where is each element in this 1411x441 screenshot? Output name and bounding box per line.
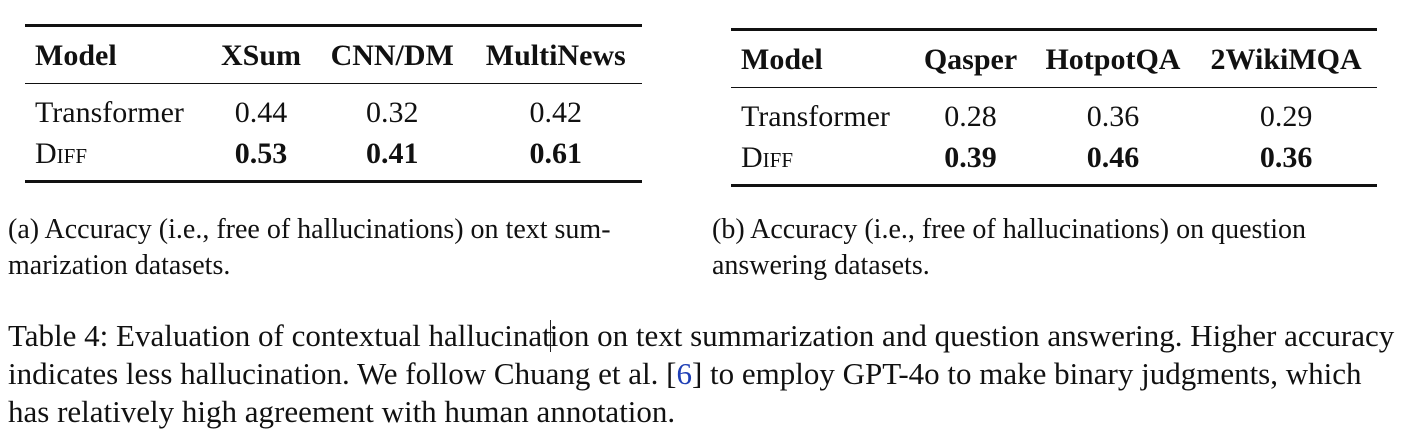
summarization-table: Model XSum CNN/DM MultiNews Transformer … bbox=[25, 24, 642, 183]
question-answering-table: Model Qasper HotpotQA 2WikiMQA Transform… bbox=[731, 28, 1377, 187]
value-cell: 0.42 bbox=[529, 96, 582, 129]
value-cell: 0.29 bbox=[1259, 100, 1313, 133]
subtable-caption-a: (a) Accuracy (i.e., free of hallucinatio… bbox=[8, 212, 668, 284]
value-cell: 0.28 bbox=[944, 100, 997, 133]
best-value-cell: 0.39 bbox=[944, 141, 997, 174]
column-header: XSum bbox=[221, 39, 302, 72]
caption-line: answering datasets. bbox=[712, 250, 930, 281]
best-value-cell: 0.61 bbox=[529, 137, 582, 170]
table-row: Diff 0.53 0.41 0.61 bbox=[25, 133, 642, 182]
column-header: Model bbox=[741, 43, 823, 76]
column-header: CNN/DM bbox=[330, 39, 454, 72]
model-name-cell: Transformer bbox=[741, 100, 890, 133]
best-value-cell: 0.46 bbox=[1086, 141, 1140, 174]
best-value-cell: 0.53 bbox=[234, 137, 288, 170]
caption-line: (b) Accuracy (i.e., free of hallucinatio… bbox=[712, 214, 1307, 245]
model-name-cell: Diff bbox=[741, 141, 794, 174]
caption-text: Table 4: Evaluation of contextual halluc… bbox=[8, 318, 551, 353]
table-header-row: Model XSum CNN/DM MultiNews bbox=[25, 25, 642, 84]
best-value-cell: 0.36 bbox=[1259, 141, 1313, 174]
column-header: Model bbox=[35, 39, 117, 72]
column-header: MultiNews bbox=[485, 39, 626, 72]
best-value-cell: 0.41 bbox=[365, 137, 419, 170]
subtable-caption-b: (b) Accuracy (i.e., free of hallucinatio… bbox=[712, 212, 1402, 284]
table-row: Transformer 0.28 0.36 0.29 bbox=[731, 88, 1377, 138]
caption-text: ion on text summarization and question a… bbox=[8, 318, 1395, 391]
column-header: 2WikiMQA bbox=[1210, 43, 1362, 76]
column-header: Qasper bbox=[923, 43, 1018, 76]
caption-line: (a) Accuracy (i.e., free of hallucinatio… bbox=[8, 214, 611, 245]
value-cell: 0.32 bbox=[365, 96, 419, 129]
table-row: Diff 0.39 0.46 0.36 bbox=[731, 137, 1377, 186]
value-cell: 0.36 bbox=[1086, 100, 1140, 133]
caption-line: marization datasets. bbox=[8, 250, 231, 281]
value-cell: 0.44 bbox=[234, 96, 288, 129]
table-row: Transformer 0.44 0.32 0.42 bbox=[25, 84, 642, 134]
table-caption: Table 4: Evaluation of contextual halluc… bbox=[8, 317, 1400, 431]
text-cursor bbox=[549, 320, 551, 352]
table-header-row: Model Qasper HotpotQA 2WikiMQA bbox=[731, 29, 1377, 88]
citation-link[interactable]: 6 bbox=[676, 356, 692, 391]
model-name-cell: Transformer bbox=[35, 96, 184, 129]
caption-text: ] to employ GPT-4o to make binary judgme… bbox=[8, 356, 1362, 429]
column-header: HotpotQA bbox=[1045, 43, 1181, 76]
model-name-cell: Diff bbox=[35, 137, 88, 170]
